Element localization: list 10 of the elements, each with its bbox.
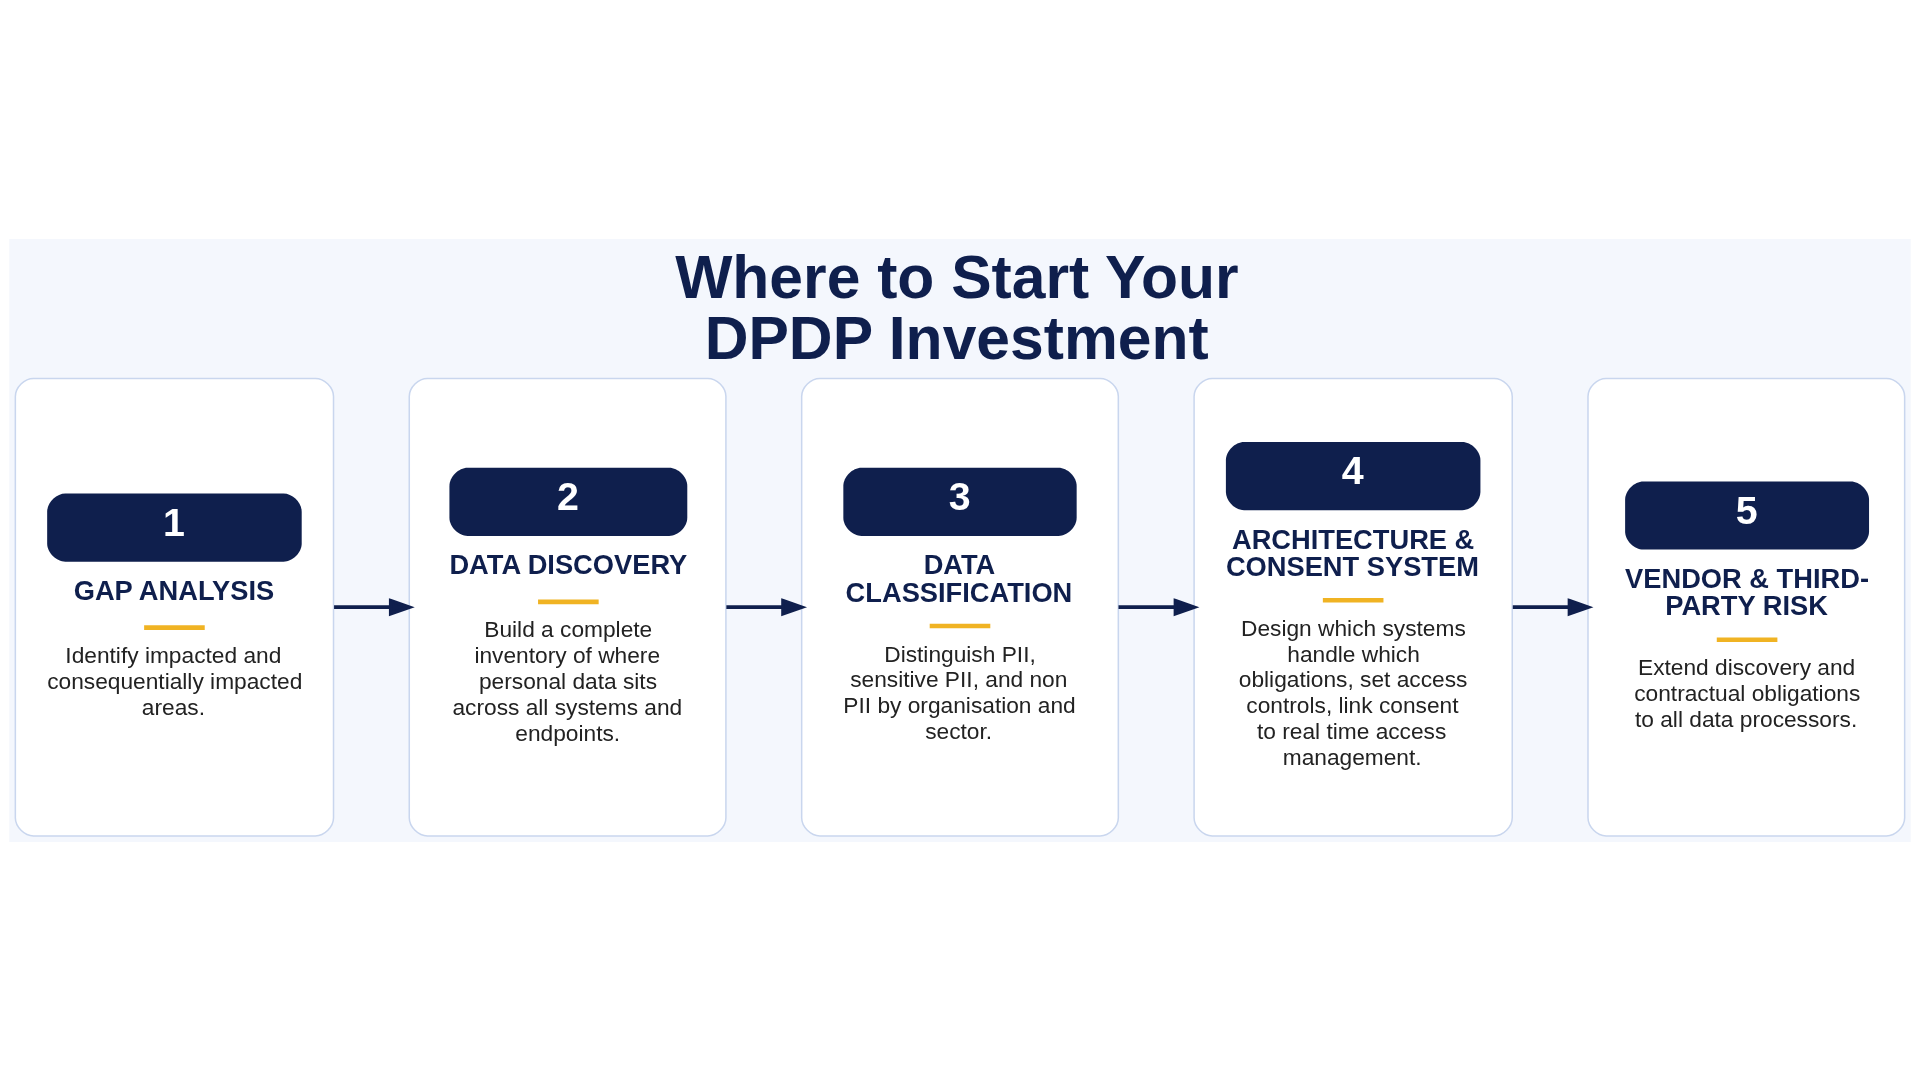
node-box: 4 ARCHITECTURE & CONSENT SYSTEM Design which systems handle which obligations, set access controls, link consent to real time access management. <box>1193 377 1513 837</box>
arrow <box>334 597 415 616</box>
arrow <box>1118 597 1200 616</box>
node-box: 3 DATA CLASSIFICATION Distinguish PII, sensitive PII, and non PII by organisation and sector. <box>800 377 1120 837</box>
node-box: 5 VENDOR & THIRD-PARTY RISK Extend discovery and contractual obligations to all data processors. <box>1587 377 1906 837</box>
diagram-title: Where to Start Your DPDP Investment <box>675 242 1239 372</box>
arrow <box>726 597 807 616</box>
arrow <box>1512 597 1594 616</box>
node-box: 1 GAP ANALYSIS Identify impacted and consequentially impacted areas. <box>14 377 335 837</box>
node-box: 2 DATA DISCOVERY Build a complete inventory of where personal data sits across all systems and endpoints. <box>408 377 727 837</box>
